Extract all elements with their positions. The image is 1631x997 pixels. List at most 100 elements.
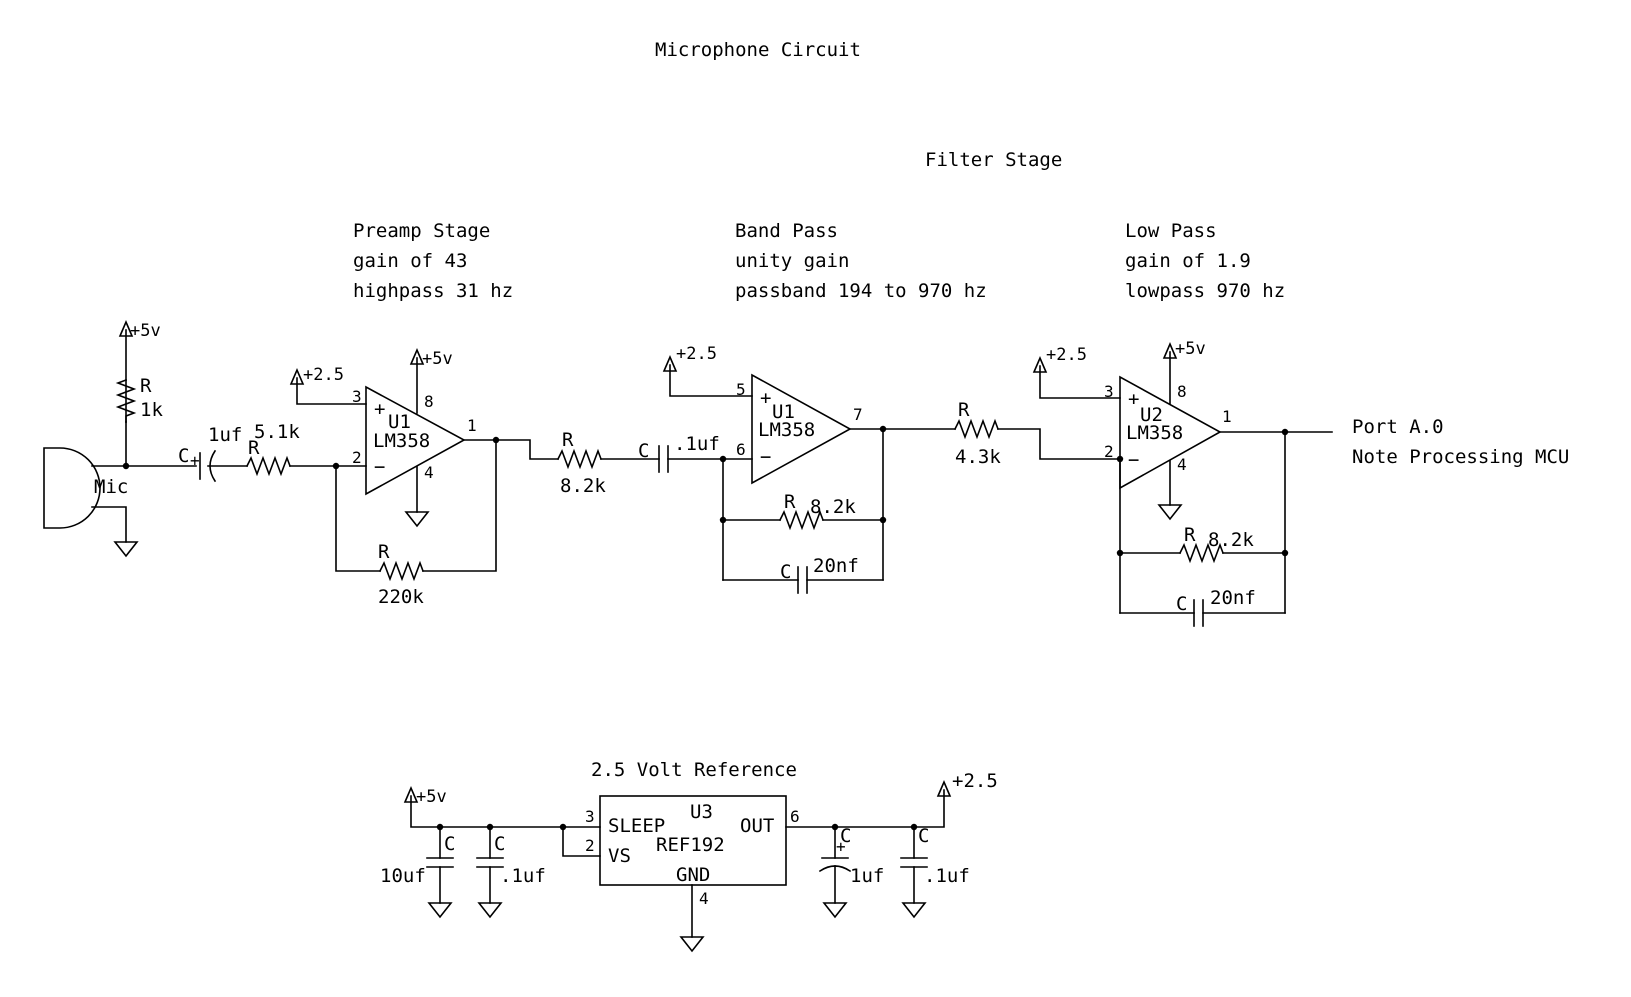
supply-arrow-icon: [403, 785, 419, 803]
opamp-triangle: [365, 385, 466, 496]
bp-input-resistor-value: 8.2k: [560, 475, 606, 497]
resistor-symbol: [378, 560, 425, 582]
c2-value: .1uf: [500, 865, 546, 887]
polarity-plus: +: [836, 837, 846, 856]
lp-feedback-resistor-label: R: [1184, 524, 1196, 546]
reference-heading: 2.5 Volt Reference: [591, 759, 797, 781]
coupling-cap-label: C: [178, 445, 189, 467]
resistor-symbol: [778, 509, 825, 531]
filter-stage-heading: Filter Stage: [925, 149, 1062, 171]
pin-number: 5: [736, 380, 746, 399]
c3-value: 1uf: [850, 865, 884, 887]
supply-arrow-icon: [118, 319, 134, 337]
input-resistor-value: 5.1k: [254, 421, 300, 443]
opamp-minus-sign: −: [1128, 449, 1139, 471]
preamp-input-network: C + 1uf R 5.1k: [178, 421, 367, 483]
ref-label: +2.5: [303, 365, 344, 385]
pin-gnd-label: GND: [676, 864, 710, 886]
lowpass-input-network: R 4.3k: [882, 399, 1124, 468]
c4-label: C: [918, 825, 929, 847]
input-resistor-label: R: [248, 437, 260, 459]
bp-input-resistor-label: R: [562, 429, 574, 451]
ic-part: REF192: [656, 834, 725, 856]
ref-label: +2.5: [676, 344, 717, 364]
wire: [669, 364, 753, 397]
pin-number: 2: [1104, 442, 1114, 461]
pin-number: 8: [424, 392, 434, 411]
wire: [1039, 365, 1121, 399]
output-wire: [785, 789, 945, 828]
c4-value: .1uf: [924, 865, 970, 887]
bandpass-passband: passband 194 to 970 hz: [735, 280, 987, 302]
bandpass-heading: Band Pass: [735, 220, 838, 242]
pin-number: 4: [1177, 455, 1187, 474]
opamp-name: U1: [388, 411, 411, 433]
microphone-symbol: [43, 447, 101, 529]
preamp-opamp: + − U1 LM358 +2.5 3 2 +5v 8 4 1 R 220k: [289, 347, 500, 608]
lowpass-gain: gain of 1.9: [1125, 250, 1251, 272]
bp-feedback-resistor-label: R: [784, 491, 796, 513]
feedback-resistor-value: 220k: [378, 586, 424, 608]
resistor-symbol: [953, 418, 1000, 440]
ref-label: +2.5: [1046, 345, 1087, 365]
reference-arrow-icon: [1032, 355, 1048, 373]
lp-feedback-cap-label: C: [1176, 593, 1187, 615]
opamp-plus-sign: +: [1128, 388, 1139, 410]
ground-icon: [1157, 504, 1183, 521]
reference-arrow-icon: [936, 779, 952, 797]
mic-resistor-label: R: [140, 375, 152, 397]
lp-feedback-resistor-value: 8.2k: [1208, 529, 1254, 551]
pin-number: 3: [1104, 382, 1114, 401]
supply-wire: [410, 795, 601, 828]
opamp-plus-sign: +: [374, 398, 385, 420]
voltage-reference-circuit: 2.5 Volt Reference +5v C 10uf C .1uf 3 2…: [380, 759, 998, 953]
resistor-symbol: [115, 378, 137, 423]
bp-feedback-cap-label: C: [780, 561, 791, 583]
pin-number: 3: [352, 387, 362, 406]
pin-number: 3: [585, 807, 595, 826]
mic-supply-label: +5v: [130, 321, 161, 341]
pin-number: 2: [585, 836, 595, 855]
bandpass-input-network: R 8.2k C .1uf: [495, 429, 753, 497]
supply-arrow-icon: [409, 347, 425, 365]
pin-number: 2: [352, 448, 362, 467]
opamp-part: LM358: [758, 419, 815, 441]
resistor-symbol: [556, 448, 603, 470]
ground-icon: [113, 541, 139, 558]
pin-number: 1: [467, 416, 477, 435]
reference-supply-label: +5v: [416, 787, 447, 807]
resistor-symbol: [1178, 542, 1225, 564]
output-destination-label: Note Processing MCU: [1352, 446, 1569, 468]
bandpass-gain: unity gain: [735, 250, 849, 272]
bp-input-cap-label: C: [638, 440, 649, 462]
pin-number: 8: [1177, 382, 1187, 401]
lowpass-heading: Low Pass: [1125, 220, 1217, 242]
pin-number: 4: [424, 463, 434, 482]
lp-input-resistor-label: R: [958, 399, 970, 421]
microphone: Mic +5v R 1k: [43, 319, 197, 558]
pin-number: 6: [790, 807, 800, 826]
wire: [296, 377, 367, 405]
reference-out-label: +2.5: [952, 770, 998, 792]
feedback-resistor-label: R: [378, 541, 390, 563]
supply-label: +5v: [422, 349, 453, 369]
lowpass-opamp: + − U2 LM358 +2.5 3 2 +5v 8 4 1 R 8.2k C…: [1032, 339, 1333, 627]
pin-sleep-label: SLEEP: [608, 815, 665, 837]
c2-label: C: [494, 833, 505, 855]
lp-feedback-cap-value: 20nf: [1210, 587, 1256, 609]
ground-icon: [477, 902, 503, 919]
ic-name: U3: [690, 801, 713, 823]
reference-arrow-icon: [289, 367, 305, 385]
mic-resistor-value: 1k: [140, 399, 163, 421]
opamp-part: LM358: [373, 430, 430, 452]
lp-input-resistor-value: 4.3k: [955, 446, 1001, 468]
wire: [997, 428, 1121, 460]
feedback-wire: [422, 439, 497, 572]
coupling-cap-value: 1uf: [208, 424, 242, 446]
pin-vs-label: VS: [608, 845, 631, 867]
opamp-plus-sign: +: [760, 387, 771, 409]
bp-feedback-resistor-value: 8.2k: [810, 496, 856, 518]
polarity-plus: +: [190, 451, 200, 470]
preamp-heading: Preamp Stage: [353, 220, 490, 242]
